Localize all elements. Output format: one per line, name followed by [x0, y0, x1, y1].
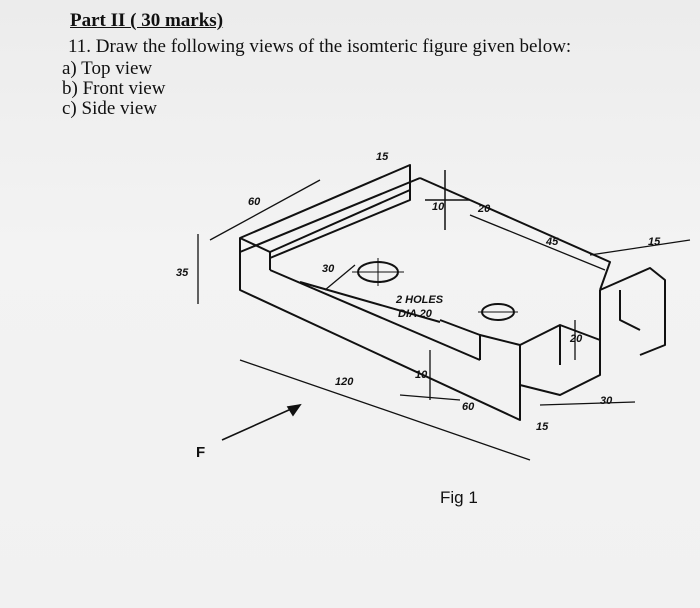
question-text: 11. Draw the following views of the isom… — [68, 36, 572, 57]
dim-120: 120 — [335, 376, 354, 388]
option-side-view: c) Side view — [62, 98, 157, 119]
dim-15-bottom: 15 — [536, 421, 549, 433]
dim-60-top: 60 — [248, 196, 261, 208]
dim-20-top: 20 — [477, 203, 491, 215]
dim-35: 35 — [176, 267, 189, 279]
option-top-view: a) Top view — [62, 58, 153, 79]
dim-15-top: 15 — [376, 151, 389, 163]
dim-10-front: 10 — [415, 369, 428, 381]
back-block — [239, 164, 411, 259]
dim-45: 45 — [545, 236, 559, 248]
part-heading: Part II ( 30 marks) — [70, 10, 224, 31]
dim-15-right: 15 — [648, 236, 661, 248]
view-direction-label: F — [196, 444, 206, 461]
dim-10-top: 10 — [432, 201, 445, 213]
base-outline — [239, 252, 521, 421]
dim-20-right: 20 — [569, 333, 583, 345]
holes-note-line2: DIA 20 — [398, 308, 433, 320]
option-front-view: b) Front view — [62, 78, 166, 99]
dim-30-bottom: 30 — [600, 395, 613, 407]
figure-caption: Fig 1 — [440, 488, 478, 507]
dim-30-slot: 30 — [322, 263, 335, 275]
holes-note-line1: 2 HOLES — [395, 294, 444, 306]
dim-60-bottom: 60 — [462, 401, 475, 413]
